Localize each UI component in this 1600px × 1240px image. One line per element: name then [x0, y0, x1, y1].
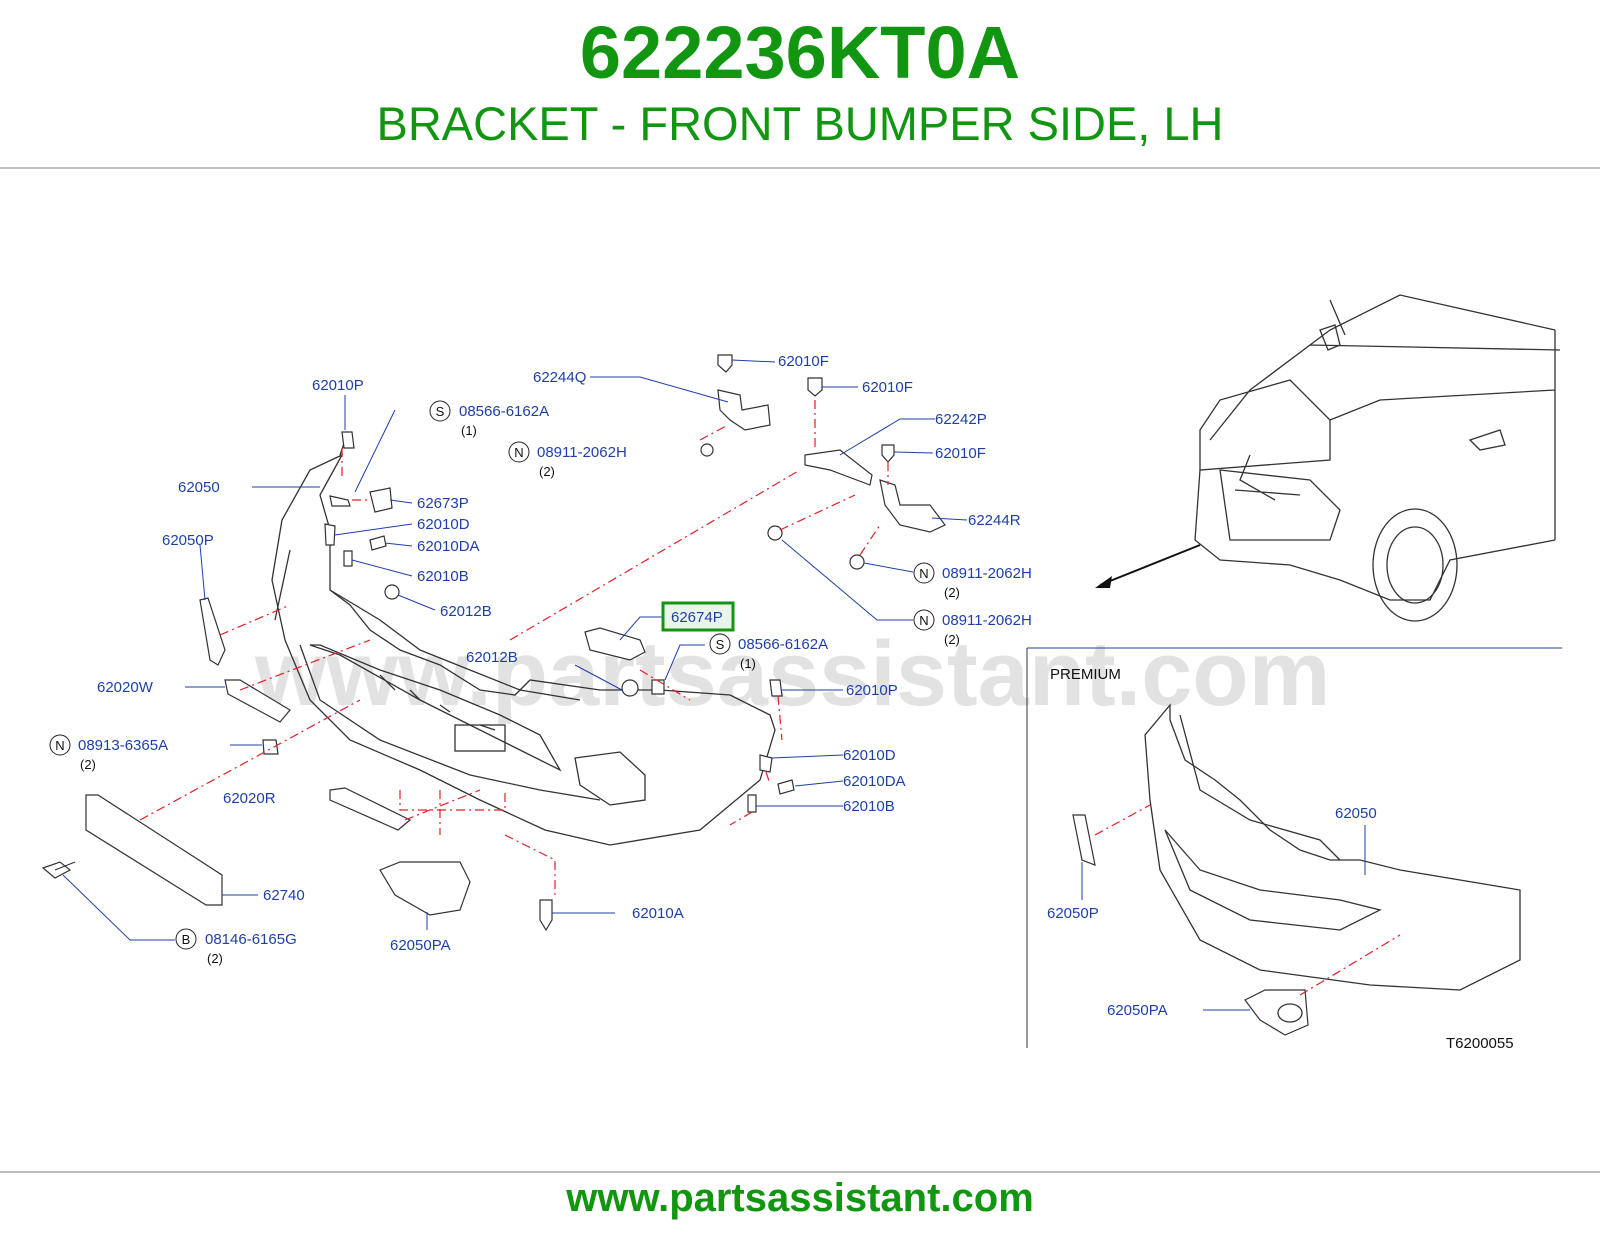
svg-text:(2): (2) [80, 757, 96, 772]
footer-url[interactable]: www.partsassistant.com [566, 1176, 1034, 1220]
leader-lines [62, 359, 968, 941]
callout-62010da-2[interactable]: 62010DA [843, 773, 906, 790]
svg-text:08146-6165G: 08146-6165G [205, 931, 297, 948]
svg-text:(1): (1) [740, 656, 756, 671]
svg-text:B: B [182, 932, 191, 947]
fastener-s-2[interactable]: S 08566-6162A (1) [709, 633, 828, 671]
callout-62050[interactable]: 62050 [178, 479, 220, 496]
callout-62012b[interactable]: 62012B [440, 603, 492, 620]
svg-text:(1): (1) [461, 423, 477, 438]
callout-62010d[interactable]: 62010D [417, 516, 470, 533]
svg-text:08911-2062H: 08911-2062H [942, 612, 1032, 629]
fastener-n-3[interactable]: N 08911-2062H (2) [913, 609, 1032, 647]
assembly-lines [139, 400, 889, 895]
callout-62050-premium[interactable]: 62050 [1335, 805, 1377, 822]
diagram-code: T6200055 [1446, 1035, 1514, 1052]
callout-62050p[interactable]: 62050P [162, 532, 214, 549]
svg-text:08913-6365A: 08913-6365A [78, 737, 168, 754]
callout-62010p[interactable]: 62010P [312, 377, 364, 394]
svg-text:08566-6162A: 08566-6162A [738, 636, 828, 653]
svg-text:N: N [919, 566, 928, 581]
callout-62010a[interactable]: 62010A [632, 905, 684, 922]
callout-62010b[interactable]: 62010B [417, 568, 469, 585]
callout-62674p[interactable]: 62674P [671, 609, 723, 626]
callout-62010f-3[interactable]: 62010F [935, 445, 986, 462]
svg-text:(2): (2) [944, 632, 960, 647]
callout-62050pa-premium[interactable]: 62050PA [1107, 1002, 1168, 1019]
fastener-s-1[interactable]: S 08566-6162A (1) [429, 400, 549, 438]
svg-text:08911-2062H: 08911-2062H [942, 565, 1032, 582]
callout-62010p-2[interactable]: 62010P [846, 682, 898, 699]
highlight-box [661, 601, 735, 632]
fastener-n-1[interactable]: N 08911-2062H (2) [508, 441, 627, 479]
svg-text:(2): (2) [207, 951, 223, 966]
callout-62020r[interactable]: 62020R [223, 790, 276, 807]
callout-62740[interactable]: 62740 [263, 887, 305, 904]
svg-text:08911-2062H: 08911-2062H [537, 444, 627, 461]
svg-text:N: N [919, 613, 928, 628]
callout-62050pa[interactable]: 62050PA [390, 937, 451, 954]
premium-label: PREMIUM [1050, 666, 1121, 683]
header-divider [0, 167, 1600, 169]
callout-62010d-2[interactable]: 62010D [843, 747, 896, 764]
fastener-n-2[interactable]: N 08911-2062H (2) [913, 562, 1032, 600]
fastener-n-4[interactable]: N 08913-6365A (2) [49, 734, 168, 772]
vehicle-sketch [1095, 294, 1561, 622]
svg-text:N: N [55, 738, 64, 753]
callouts: 62010P 62050 62050P 62020W 62020R 62740 … [97, 353, 1021, 954]
callout-62012b-2[interactable]: 62012B [466, 649, 518, 666]
callout-62050p-premium[interactable]: 62050P [1047, 905, 1099, 922]
part-description: BRACKET - FRONT BUMPER SIDE, LH [376, 97, 1224, 150]
callout-62010da[interactable]: 62010DA [417, 538, 480, 555]
callout-62673p[interactable]: 62673P [417, 495, 469, 512]
callout-62010b-2[interactable]: 62010B [843, 798, 895, 815]
callout-62010f[interactable]: 62010F [778, 353, 829, 370]
svg-text:(2): (2) [539, 464, 555, 479]
callout-62244q[interactable]: 62244Q [533, 369, 586, 386]
part-shapes [41, 354, 946, 932]
callout-62242p[interactable]: 62242P [935, 411, 987, 428]
fastener-callouts: S 08566-6162A (1) N 08911-2062H (2) N 08… [49, 400, 1032, 966]
svg-text:S: S [436, 404, 445, 419]
callout-62010f-2[interactable]: 62010F [862, 379, 913, 396]
svg-text:08566-6162A: 08566-6162A [459, 403, 549, 420]
svg-text:(2): (2) [944, 585, 960, 600]
callout-62020w[interactable]: 62020W [97, 679, 154, 696]
watermark: www.partsassistant.com [254, 623, 1330, 725]
footer-divider [0, 1171, 1600, 1173]
svg-text:N: N [514, 445, 523, 460]
svg-text:S: S [716, 637, 725, 652]
premium-inset: PREMIUM 62050 62050P 62050PA T6200055 [1026, 647, 1562, 1052]
callout-62244r[interactable]: 62244R [968, 512, 1021, 529]
part-number-title: 622236KT0A [579, 11, 1021, 94]
fastener-b-1[interactable]: B 08146-6165G (2) [175, 928, 297, 966]
